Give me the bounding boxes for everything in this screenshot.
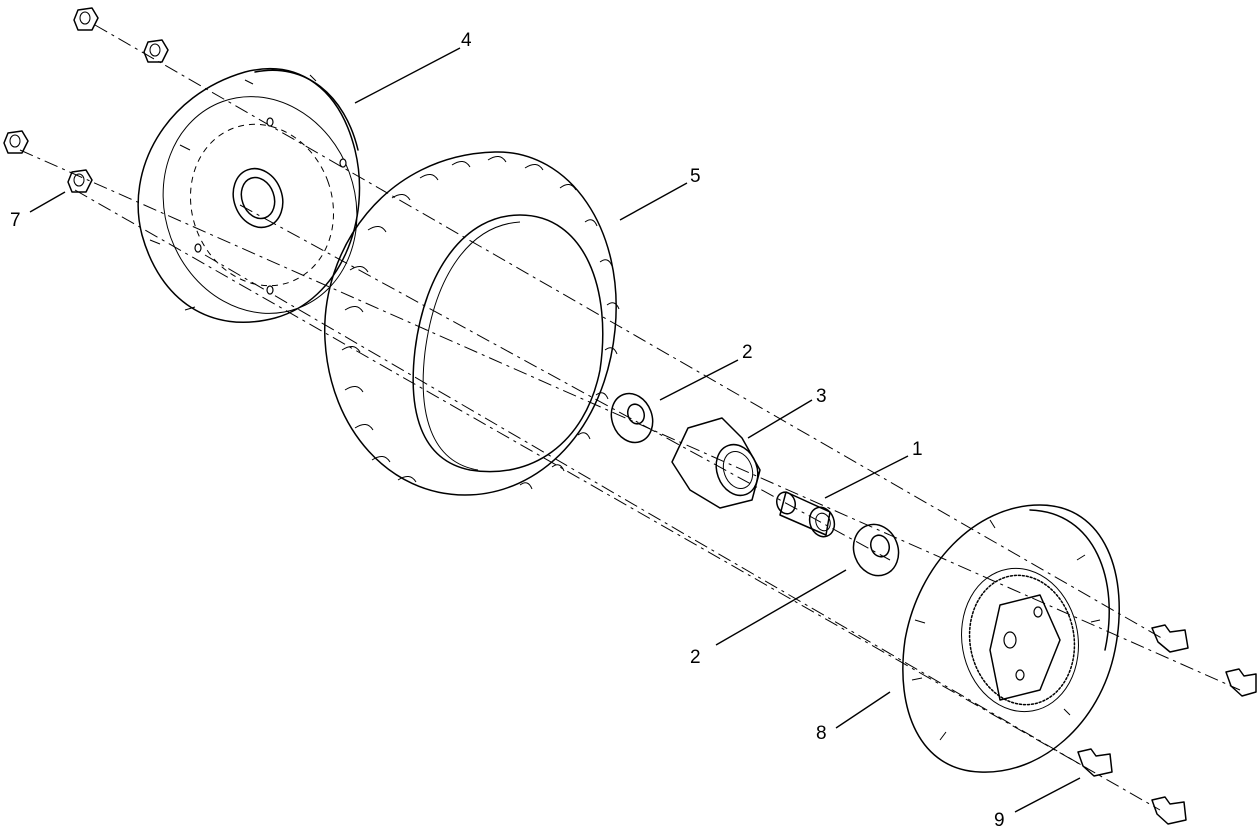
- bolt-2: [1225, 668, 1257, 697]
- nut-2: [143, 39, 169, 63]
- bolt-4: [1151, 796, 1187, 825]
- callout-2-lower: 2: [690, 647, 701, 668]
- nut-1: [73, 7, 99, 31]
- drive-clutch-part-3: [671, 417, 761, 509]
- leader-7: [29, 191, 66, 213]
- leader-3: [747, 399, 813, 439]
- leader-2-upper: [659, 359, 739, 401]
- bolts-part-9: [1077, 624, 1257, 825]
- nut-3: [3, 130, 29, 154]
- leader-2-lower: [715, 569, 847, 646]
- tire-part-5: [324, 151, 620, 496]
- leader-5: [619, 182, 688, 221]
- nuts-part-7: [3, 7, 169, 193]
- callout-5: 5: [690, 166, 701, 187]
- callout-2-upper: 2: [742, 342, 753, 363]
- hub-cover-part-4: [137, 68, 361, 323]
- nut-4: [67, 169, 93, 193]
- bushing-part-1: [775, 491, 836, 538]
- leader-8: [835, 691, 891, 729]
- bolt-3: [1077, 748, 1113, 777]
- callout-9: 9: [994, 810, 1005, 829]
- callout-numbers: 4 5 7 2 3 1 2 8 9: [10, 30, 1005, 829]
- bolt-1: [1151, 624, 1189, 653]
- leader-4: [354, 47, 461, 104]
- washer-part-2-upper: [610, 392, 654, 444]
- leader-lines: [29, 47, 1081, 813]
- callout-1: 1: [912, 439, 923, 460]
- callout-7: 7: [10, 210, 21, 231]
- callout-4: 4: [461, 30, 472, 51]
- callout-8: 8: [816, 723, 827, 744]
- gear-hub-part-8: [902, 504, 1120, 773]
- callout-3: 3: [816, 386, 827, 407]
- tire-tread: [341, 156, 620, 490]
- washer-part-2-lower: [852, 523, 900, 577]
- leader-1: [824, 455, 909, 499]
- leader-9: [1014, 777, 1081, 813]
